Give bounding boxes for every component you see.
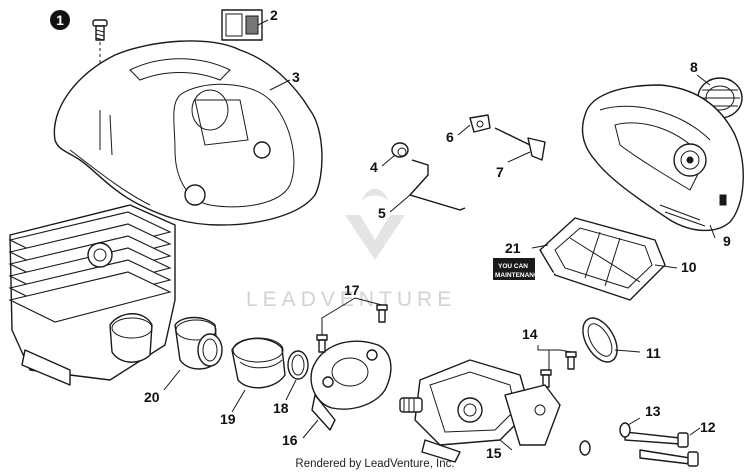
part-9-air-filter-cover[interactable] [581, 84, 744, 232]
callout-6[interactable]: 6 [446, 129, 454, 145]
part-6-clip[interactable] [469, 114, 491, 133]
callout-3[interactable]: 3 [292, 69, 300, 85]
callout-20[interactable]: 20 [144, 389, 160, 405]
callout-18[interactable]: 18 [273, 400, 289, 416]
callout-2[interactable]: 2 [270, 7, 278, 23]
watermark-text: LEADVENTURE [246, 288, 456, 311]
part-10-air-filter[interactable] [539, 217, 666, 301]
part-18-o-ring[interactable] [287, 350, 309, 380]
part-7-choke-rod[interactable] [494, 127, 546, 161]
part-15-carburetor[interactable] [399, 359, 561, 463]
callout-7[interactable]: 7 [496, 164, 504, 180]
callout-13[interactable]: 13 [645, 403, 661, 419]
kit-badge-line1: YOU CAN [498, 263, 528, 270]
callout-19[interactable]: 19 [220, 411, 236, 427]
part-11-gasket[interactable] [576, 312, 624, 368]
part-1-screw[interactable] [92, 19, 108, 75]
part-4-grommet[interactable] [391, 142, 409, 158]
part-16-intake-manifold[interactable] [310, 340, 392, 431]
callout-4[interactable]: 4 [370, 159, 378, 175]
leader-lines [163, 19, 716, 451]
callout-12[interactable]: 12 [700, 419, 716, 435]
callout-8[interactable]: 8 [690, 59, 698, 75]
callout-14[interactable]: 14 [522, 326, 538, 342]
callout-1-badge [50, 10, 70, 30]
callout-15[interactable]: 15 [486, 445, 502, 461]
part-2-warning-label[interactable] [221, 9, 263, 41]
part-5-throttle-rod[interactable] [409, 159, 466, 211]
callout-11[interactable]: 11 [646, 345, 661, 361]
callout-10[interactable]: 10 [681, 259, 697, 275]
callout-1[interactable]: 1 [56, 12, 64, 28]
rendered-by-credit: Rendered by LeadVenture, Inc. [295, 458, 455, 470]
leadventure-watermark: LEADVENTURE [246, 188, 456, 311]
kit-badge-line2: MAINTENANCE KIT [495, 272, 555, 279]
part-21-maintenance-kit-badge[interactable]: YOU CAN MAINTENANCE KIT [493, 258, 555, 280]
part-3-top-cover[interactable] [53, 40, 323, 226]
callout-16[interactable]: 16 [282, 432, 298, 448]
callout-5[interactable]: 5 [378, 205, 386, 221]
part-13-washers[interactable] [579, 422, 631, 456]
callout-labels: 1 2 3 4 5 6 7 8 9 10 11 12 13 14 15 16 1… [50, 7, 731, 461]
part-20-cylinder-assembly[interactable] [8, 204, 223, 386]
callout-9[interactable]: 9 [723, 233, 731, 249]
callout-17[interactable]: 17 [344, 282, 360, 298]
part-19-boot-sleeve[interactable] [231, 337, 286, 389]
callout-21[interactable]: 21 [505, 240, 521, 256]
part-14-screws[interactable] [540, 351, 577, 388]
